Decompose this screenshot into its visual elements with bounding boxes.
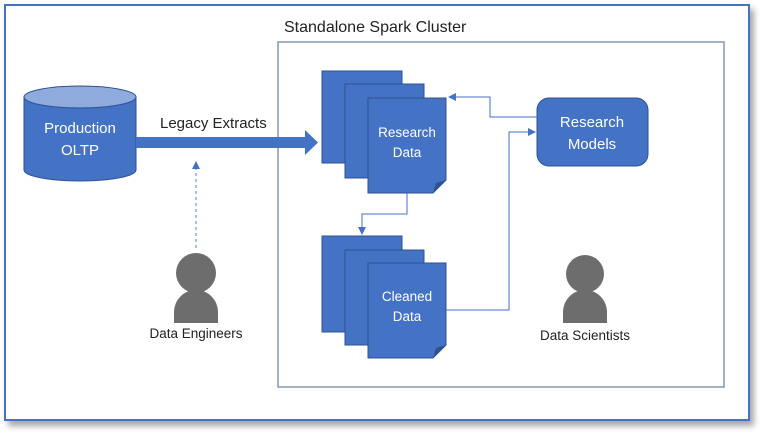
oltp-label-line2: OLTP (61, 142, 99, 159)
legacy-extracts-label: Legacy Extracts (160, 115, 267, 132)
data-scientists-label: Data Scientists (540, 328, 630, 343)
research-models-line1: Research (560, 114, 624, 131)
research-models-line2: Models (568, 136, 616, 153)
person-icon-head (176, 253, 216, 293)
research-to-cleaned-connector (358, 193, 408, 235)
cleaned-data-line2: Data (393, 309, 422, 324)
research-data-line2: Data (393, 145, 422, 160)
legacy-extracts-arrow: Legacy Extracts (136, 115, 318, 155)
spark-cluster-boundary: Standalone Spark Cluster (277, 19, 725, 388)
models-to-research-connector (448, 93, 537, 118)
cleaned-data-stack[interactable]: Cleaned Data (321, 235, 447, 359)
cleaned-data-line1: Cleaned (382, 289, 432, 304)
cleaned-to-models-connector (446, 128, 536, 311)
research-data-stack[interactable]: Research Data (321, 70, 447, 194)
production-oltp-database[interactable]: Production OLTP (23, 85, 137, 182)
data-scientists-actor: Data Scientists (540, 255, 630, 343)
person-icon-body (563, 290, 607, 323)
person-icon-body (174, 290, 218, 323)
research-models-node[interactable]: Research Models (536, 97, 649, 167)
cluster-title: Standalone Spark Cluster (284, 19, 467, 36)
person-icon-head (566, 255, 604, 293)
oltp-label-line1: Production (44, 120, 116, 137)
research-data-line1: Research (378, 125, 436, 140)
data-engineers-label: Data Engineers (149, 326, 242, 341)
data-engineers-actor: Data Engineers (149, 253, 243, 341)
